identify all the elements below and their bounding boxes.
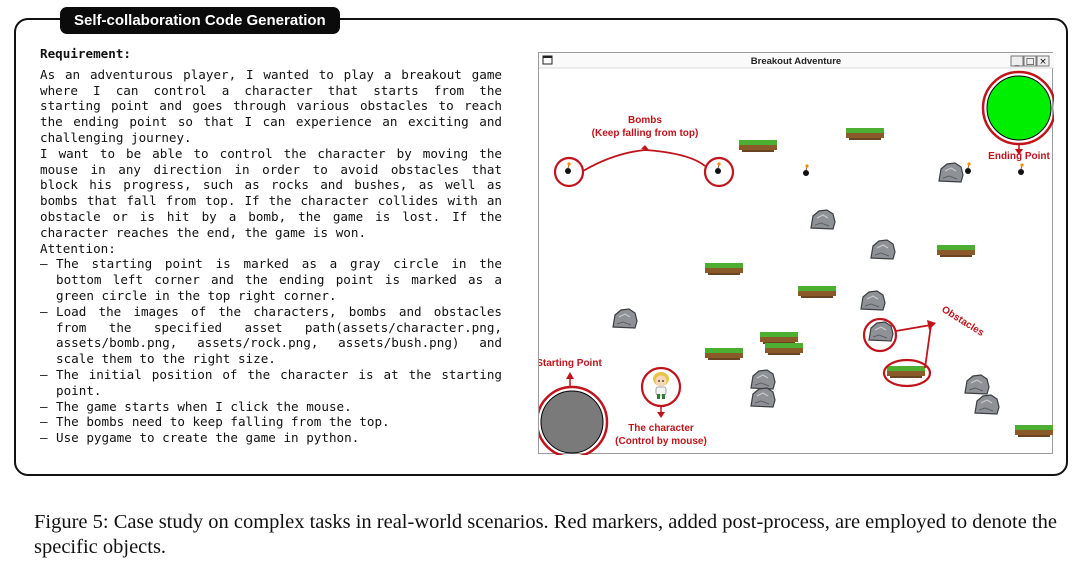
obstacle-marker — [882, 358, 932, 388]
bush-platform — [739, 140, 777, 152]
title-bar — [539, 53, 1054, 68]
svg-text:×: × — [1039, 57, 1047, 67]
panel-title: Self-collaboration Code Generation — [60, 7, 340, 34]
rock-icon — [750, 387, 776, 408]
bombs-sublabel: (Keep falling from top) — [592, 128, 699, 139]
bomb-icon — [564, 161, 572, 175]
attention-list: –The starting point is marked as a gray … — [40, 256, 502, 446]
figure-caption: Figure 5: Case study on complex tasks in… — [34, 511, 1058, 558]
requirement-block: Requirement: As an adventurous player, I… — [40, 46, 502, 446]
minimize-button[interactable]: _ — [1010, 55, 1024, 67]
bush-platform — [887, 366, 925, 378]
maximize-button[interactable]: □ — [1023, 55, 1037, 67]
bomb-icon — [1017, 162, 1025, 176]
rock-icon — [870, 239, 896, 260]
rock-icon — [868, 321, 894, 342]
starting-arrow-icon — [566, 372, 574, 379]
requirement-paragraph-2: I want to be able to control the charact… — [40, 145, 502, 240]
bush-platform — [705, 348, 743, 360]
character-arrow-icon — [657, 412, 665, 418]
ending-arrow-icon — [1015, 149, 1023, 155]
svg-text:_: _ — [1014, 57, 1020, 67]
obstacle-marker — [862, 317, 898, 353]
bomb-icon — [964, 161, 972, 175]
ending-point-circle — [986, 75, 1052, 141]
bush-platform — [798, 286, 836, 298]
game-scene: Breakout Adventure _ □ × Ending Point St… — [539, 53, 1054, 455]
game-window[interactable]: Breakout Adventure _ □ × Ending Point St… — [538, 52, 1054, 455]
attention-item: –Load the images of the characters, bomb… — [40, 303, 502, 367]
attention-label: Attention: — [40, 240, 116, 256]
case-study-panel — [14, 18, 1068, 476]
starting-point-label: Starting Point — [539, 358, 602, 369]
bomb-icon — [714, 161, 722, 175]
requirement-heading: Requirement: — [40, 46, 131, 61]
bombs-label: Bombs — [628, 115, 662, 126]
close-button[interactable]: × — [1036, 55, 1050, 67]
starting-point-marker — [539, 385, 609, 455]
attention-item: –The bombs need to keep falling from the… — [40, 414, 390, 430]
requirement-paragraph-1: As an adventurous player, I wanted to pl… — [40, 66, 502, 145]
character-label: The character — [628, 423, 694, 434]
rock-icon — [938, 162, 964, 183]
bush-platform — [846, 128, 884, 140]
rock-icon — [860, 290, 886, 311]
starting-point-circle — [540, 390, 604, 454]
bush-platform — [705, 263, 743, 275]
bomb-marker — [553, 156, 585, 188]
bomb-marker — [703, 156, 735, 188]
attention-item: –Use pygame to create the game in python… — [40, 430, 360, 446]
character-sublabel: (Control by mouse) — [615, 436, 707, 447]
window-title: Breakout Adventure — [751, 56, 841, 67]
obstacles-label: Obstacles — [939, 304, 986, 339]
rock-icon — [974, 394, 1000, 415]
bush-platform — [760, 332, 798, 344]
bush-platform — [765, 343, 803, 355]
rock-icon — [750, 369, 776, 390]
bombs-connector — [582, 149, 706, 172]
svg-text:□: □ — [1026, 57, 1035, 67]
bush-platform — [1015, 425, 1053, 437]
rock-icon — [612, 308, 638, 329]
character-sprite — [653, 372, 669, 399]
bush-platform — [937, 245, 975, 257]
attention-item: –The starting point is marked as a gray … — [40, 256, 502, 303]
attention-item: –The game starts when I click the mouse. — [40, 398, 352, 414]
rock-icon — [810, 209, 836, 230]
rock-icon — [964, 374, 990, 395]
bomb-icon — [802, 163, 810, 177]
attention-item: –The initial position of the character i… — [40, 366, 502, 398]
ending-point-label: Ending Point — [988, 151, 1050, 162]
